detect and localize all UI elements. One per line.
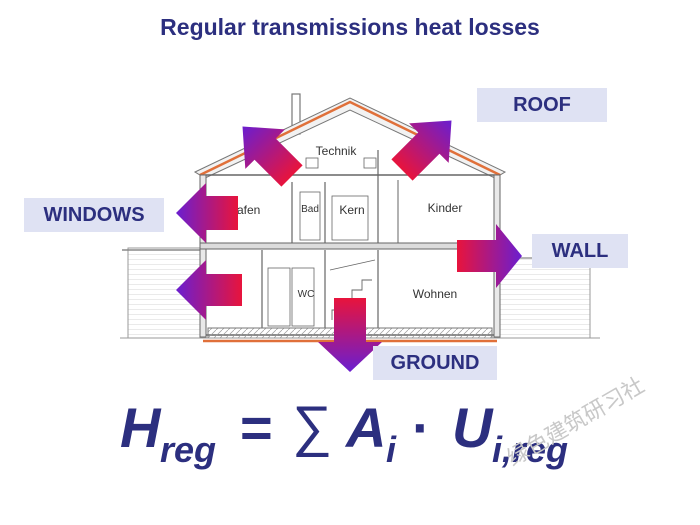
formula-u-subscript: i,reg — [492, 429, 569, 470]
right-annex — [498, 257, 595, 339]
room-label-kinder: Kinder — [428, 201, 463, 215]
formula-a-subscript: i — [386, 429, 397, 470]
wall-label: WALL — [532, 234, 628, 268]
formula-h-subscript: reg — [160, 429, 217, 470]
roof-right-heat-arrow — [391, 120, 452, 181]
windows-label: WINDOWS — [24, 198, 164, 232]
ground-heat-arrow — [318, 298, 382, 372]
roof-label: ROOF — [477, 88, 607, 122]
windows-lower-heat-arrow — [176, 260, 242, 320]
heat-loss-formula: H reg = ∑ A i · U i,reg — [120, 394, 620, 485]
ground-label: GROUND — [373, 346, 497, 380]
formula-equals: = — [240, 396, 273, 459]
page-title: Regular transmissions heat losses — [160, 14, 540, 40]
formula-u: U — [452, 396, 493, 459]
formula-dot: · — [412, 396, 431, 459]
room-label-kern: Kern — [339, 203, 364, 217]
room-label-wc: WC — [298, 289, 315, 300]
room-label-bad: Bad — [301, 204, 319, 215]
room-label-wohnen: Wohnen — [413, 287, 457, 301]
windows-upper-heat-arrow — [176, 183, 238, 243]
roof — [193, 97, 507, 179]
formula-a: A — [346, 396, 387, 459]
formula-h: H — [120, 396, 161, 459]
roof-left-heat-arrow — [242, 126, 303, 187]
wall-heat-arrow — [457, 224, 522, 288]
formula-sum-symbol: ∑ — [292, 394, 332, 457]
room-label-technik: Technik — [316, 144, 358, 158]
